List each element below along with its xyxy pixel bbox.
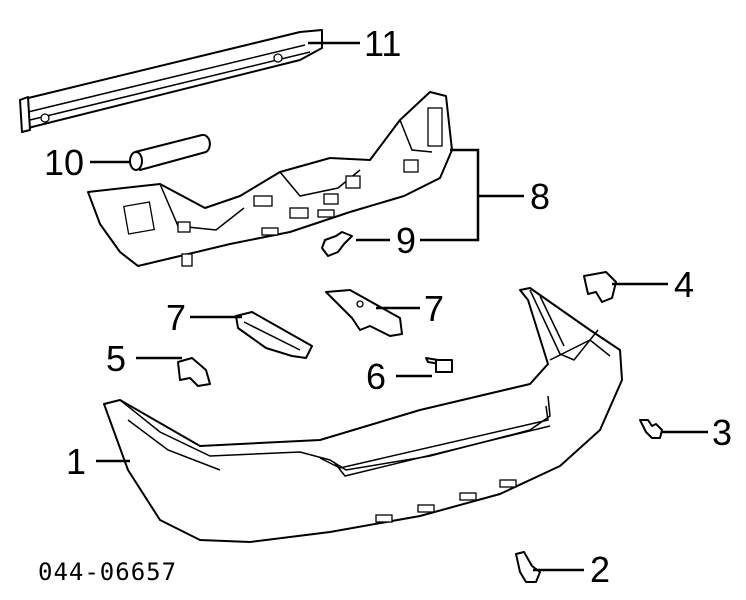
callout-6: 6 [366, 356, 386, 397]
callout-2: 2 [590, 549, 610, 590]
callout-11: 11 [364, 23, 401, 64]
side-bracket[interactable] [177, 357, 211, 387]
callout-4: 4 [674, 264, 694, 305]
energy-absorber-rod[interactable] [129, 133, 211, 171]
callout-8: 8 [530, 176, 550, 217]
bumper-retainer-left[interactable] [235, 311, 313, 359]
callout-3: 3 [712, 412, 732, 453]
callout-5: 5 [106, 338, 126, 379]
callout-1: 1 [66, 441, 86, 482]
callout-labels: 1 2 3 4 5 6 7 7 8 9 10 11 [44, 23, 732, 590]
reinforcement-bar[interactable] [19, 29, 323, 133]
rear-bumper-cover[interactable] [103, 287, 623, 543]
diagram-code: 044-06657 [38, 558, 177, 586]
clip-nut[interactable] [639, 419, 663, 439]
mounting-bolt[interactable] [425, 357, 453, 373]
absorber-bracket[interactable] [321, 231, 353, 257]
callout-7-left: 7 [166, 297, 186, 338]
bumper-clip[interactable] [583, 271, 617, 303]
cover-screw[interactable] [515, 551, 541, 583]
callout-10: 10 [44, 142, 84, 183]
callout-9: 9 [396, 220, 416, 261]
leader-lines [90, 41, 708, 572]
callout-7-right: 7 [424, 288, 444, 329]
bumper-retainer-right[interactable] [325, 289, 403, 337]
